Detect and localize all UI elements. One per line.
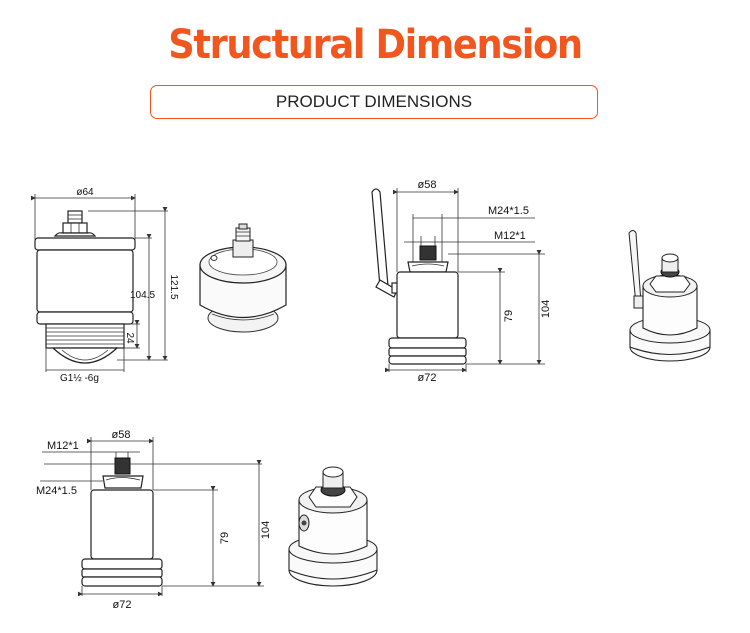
d2-thread-m24: M24*1.5 (488, 205, 529, 217)
d3-thread-m24: M24*1.5 (36, 485, 77, 497)
d2-height-body: 79 (503, 310, 515, 322)
section-label-box: PRODUCT DIMENSIONS (150, 85, 598, 119)
d1-height-body: 104.5 (130, 290, 155, 301)
page-title: Structural Dimension (168, 22, 583, 68)
d1-thread-spec: G1½ -6g (60, 373, 99, 384)
d1-height-thread: 24 (124, 332, 135, 344)
d2-thread-m12: M12*1 (494, 230, 526, 242)
d3-height-body: 79 (219, 532, 231, 544)
d2-height-total: 104 (540, 300, 552, 318)
section-label: PRODUCT DIMENSIONS (275, 92, 473, 111)
render-2-sensor-antenna (628, 230, 711, 362)
drawing-1-side-view: ø64 121.5 104.5 (31, 187, 179, 384)
d1-height-total: 121.5 (168, 274, 179, 299)
d3-diameter-base: ø72 (113, 599, 132, 611)
d3-thread-m12: M12*1 (47, 440, 79, 452)
d1-diameter-top: ø64 (76, 187, 94, 198)
drawing-3-side-view: ø58 M12*1 M24*1.5 79 104 ø72 (36, 429, 272, 611)
d2-diameter-base: ø72 (418, 372, 437, 384)
d3-diameter-top: ø58 (112, 429, 131, 441)
d3-height-total: 104 (260, 521, 272, 539)
render-1-sensor (199, 223, 287, 333)
d2-diameter-top: ø58 (418, 179, 437, 191)
render-3-sensor (288, 466, 378, 587)
drawing-2-side-view: ø58 M24*1.5 M12*1 79 104 ø72 (371, 179, 552, 384)
